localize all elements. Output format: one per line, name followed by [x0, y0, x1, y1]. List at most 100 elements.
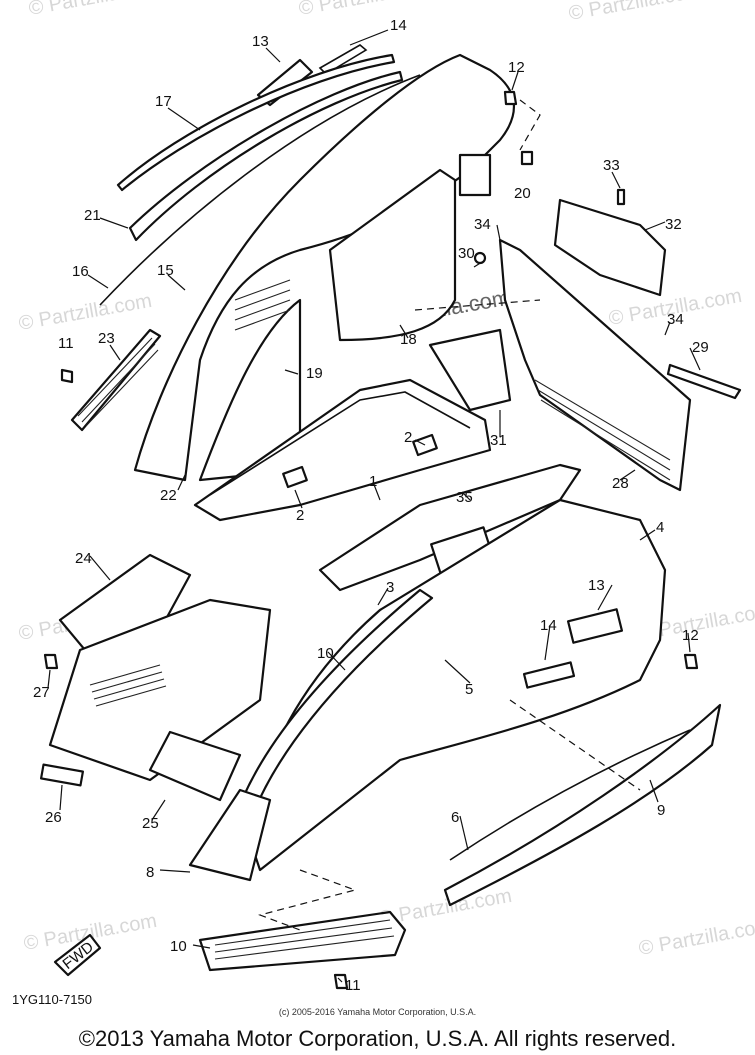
callout-34: 34: [667, 311, 684, 328]
callout-2: 2: [296, 507, 304, 524]
bracket-part-32: [553, 198, 667, 297]
upper-side-panel: [133, 53, 515, 482]
panel-slot: [458, 153, 492, 197]
callout-35: 35: [456, 489, 473, 506]
strip-part-6: [449, 729, 691, 861]
callout-15: 15: [157, 262, 174, 279]
upper-trim-strips: [99, 44, 421, 306]
footer-copyright: ©2013 Yamaha Motor Corporation, U.S.A. A…: [78, 1026, 677, 1051]
strip-part-17: [116, 53, 396, 192]
watermark: © Partzilla.com: [27, 0, 164, 20]
screw-part-27: [43, 653, 59, 670]
housing-part-28: [498, 238, 692, 492]
diagram-code: 1YG110-7150: [12, 992, 92, 1007]
strip-part-21: [128, 70, 404, 242]
callout-25: 25: [142, 815, 159, 832]
clip-part-2: [282, 465, 308, 489]
rail-part-8: [443, 703, 722, 907]
right-assembly: [428, 188, 742, 492]
panel-part-18: [328, 168, 457, 342]
frame-inner: [209, 391, 471, 496]
clip-part-20: [520, 150, 534, 166]
callout-28: 28: [612, 475, 629, 492]
strip-part-16: [99, 74, 421, 306]
watermark: © Partzilla.com: [297, 0, 434, 20]
left-plate: [60, 328, 162, 432]
callout-5: 5: [465, 681, 473, 698]
callout-2: 2: [404, 429, 412, 446]
leader-lines: [47, 29, 701, 983]
callout-14: 14: [540, 617, 557, 634]
dash-line: [414, 299, 541, 311]
bolt-part-33: [616, 188, 626, 206]
callout-9: 10: [317, 645, 334, 662]
callout-31: 31: [490, 432, 507, 449]
callout-34: 34: [474, 216, 491, 233]
frame-part-1: [193, 378, 492, 522]
callout-4: 4: [656, 519, 664, 536]
watermark: © Partzilla.com: [17, 290, 154, 335]
callout-19: 19: [306, 365, 323, 382]
callout-11: 11: [58, 335, 74, 352]
small-copyright: (c) 2005-2016 Yamaha Motor Corporation, …: [278, 1007, 477, 1017]
part-5-trim: [318, 463, 582, 592]
lower-side-cover: [248, 90, 699, 872]
callout-27: 27: [33, 684, 50, 701]
guard-ribs: [214, 919, 395, 960]
bottom-parts: FWD: [53, 588, 722, 990]
callout-3: 3: [386, 579, 394, 596]
panel-part-7: [188, 788, 272, 882]
callout-12: 12: [682, 627, 699, 644]
callout-labels: 13 14 17 21 16 15 23 11 12 20 33 32 34 3…: [33, 17, 709, 994]
callout-16: 16: [72, 263, 89, 280]
screw-part-12: [503, 90, 518, 106]
callout-32: 32: [665, 216, 682, 233]
callout-13: 13: [588, 577, 605, 594]
callout-18: 18: [400, 331, 417, 348]
callout-20: 20: [514, 185, 531, 202]
plate-part-25: [148, 730, 242, 802]
callout-22: 22: [160, 487, 177, 504]
callout-13: 13: [252, 33, 269, 50]
plate-part-23: [70, 328, 162, 432]
rod-part-29: [666, 363, 742, 400]
emblem-part-26: [39, 763, 85, 787]
callout-1: 1: [369, 473, 377, 490]
callout-14: 14: [390, 17, 407, 34]
callout-33: 33: [603, 157, 620, 174]
panel-vents: [234, 279, 291, 331]
callout-10: 10: [170, 938, 187, 955]
screw-part-30: [473, 251, 487, 265]
dash-line: [509, 699, 641, 791]
panel-part-19: [198, 298, 302, 482]
dash-line: [519, 99, 541, 151]
watermark: © Partzilla.com: [567, 0, 704, 25]
dash-line: [258, 869, 358, 931]
screw-part-12: [683, 653, 699, 670]
callout-26: 26: [45, 809, 62, 826]
callout-7: 8: [146, 864, 154, 881]
plate-ribs: [77, 337, 159, 427]
assembly-lines: [258, 99, 641, 931]
callout-23: 23: [98, 330, 115, 347]
callout-30: 30: [458, 245, 475, 262]
lower-left-cover: [39, 553, 272, 802]
callout-6: 6: [451, 809, 459, 826]
side-panel-part-15: [133, 53, 515, 482]
cover-part-24-lower: [48, 598, 272, 782]
emblem-part-13: [566, 608, 624, 644]
cover-vents: [89, 664, 167, 707]
watermark: © Partzilla.com: [637, 915, 755, 960]
guard-part-10: [198, 910, 407, 972]
center-frame: [193, 378, 492, 522]
callout-24: 24: [75, 550, 92, 567]
callout-12: 12: [508, 59, 525, 76]
callout-29: 29: [692, 339, 709, 356]
callout-21: 21: [84, 207, 101, 224]
screw-part-11: [60, 368, 74, 384]
callout-11: 11: [345, 977, 361, 994]
housing-fins: [534, 379, 671, 481]
emblem-part-14: [522, 661, 576, 689]
